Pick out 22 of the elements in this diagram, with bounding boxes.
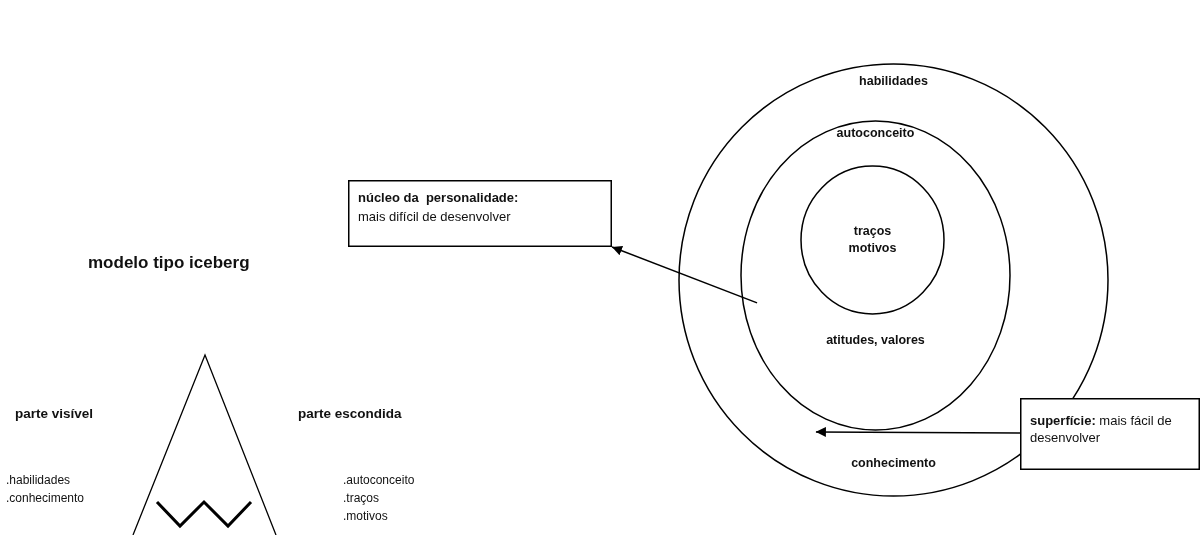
- callout-box: [348, 180, 612, 247]
- layer-label: autoconceito: [835, 125, 916, 142]
- callout-box: [1020, 398, 1200, 470]
- list-item: .autoconceito: [343, 472, 415, 488]
- list-item: .conhecimento: [6, 490, 85, 506]
- section-heading: parte escondida: [298, 406, 402, 422]
- list-item: .habilidades: [6, 472, 71, 488]
- title: modelo tipo iceberg: [88, 255, 250, 271]
- inner-ellipse: [800, 165, 945, 315]
- layer-label: conhecimento: [850, 455, 937, 472]
- list-item: .motivos: [343, 508, 388, 524]
- callout-text: superfície: mais fácil de desenvolver: [1030, 412, 1173, 446]
- list-item: .traços: [343, 490, 379, 506]
- section-heading: parte visível: [15, 406, 94, 422]
- arrow: [815, 426, 1021, 437]
- callout-heading: núcleo da personalidade:: [358, 189, 519, 206]
- layer-label: atitudes, valores: [825, 332, 926, 349]
- layer-label: traços motivos: [847, 223, 898, 257]
- middle-ellipse: [740, 120, 1011, 431]
- layer-label: habilidades: [858, 73, 929, 90]
- arrow: [611, 245, 758, 304]
- callout-text: mais difícil de desenvolver: [358, 208, 511, 225]
